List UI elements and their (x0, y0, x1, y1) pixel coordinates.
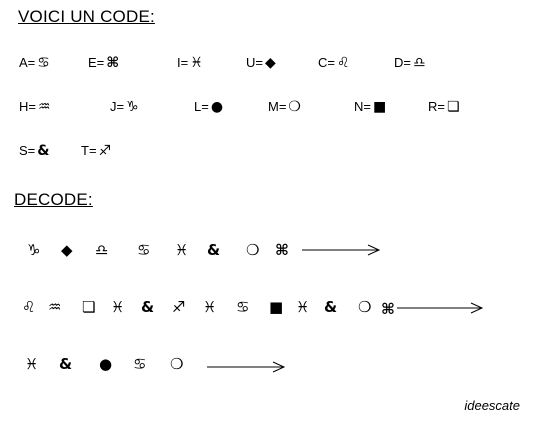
cancer-symbol-icon: ♋ (236, 298, 250, 316)
filled-circle-icon: ● (210, 99, 224, 115)
command-symbol-icon: ⌘ (381, 300, 395, 318)
key-letter: S= (19, 143, 36, 158)
command-symbol-icon: ⌘ (275, 241, 289, 259)
ampersand-symbol-icon: & (141, 298, 155, 316)
leo-symbol-icon: ♌ (22, 298, 36, 316)
key-item-r: R=❏ (428, 99, 460, 115)
key-letter: I= (177, 55, 189, 70)
shadowed-circle-icon: ❍ (288, 99, 301, 115)
key-letter: D= (394, 55, 411, 70)
ampersand-symbol-icon: & (59, 355, 73, 373)
key-item-u: U=◆ (246, 55, 276, 71)
filled-square-icon: ■ (269, 298, 284, 316)
key-item-n: N=■ (354, 99, 386, 115)
filled-circle-icon: ● (99, 355, 113, 373)
arrow-icon (302, 244, 381, 256)
page-title: VOICI UN CODE: (18, 7, 155, 26)
key-letter: J= (110, 99, 125, 114)
key-item-d: D=♎ (394, 55, 426, 71)
key-item-c: C=♌ (318, 55, 350, 71)
arrow-icon (397, 302, 484, 314)
shadowed-circle-icon: ❍ (358, 298, 372, 316)
ampersand-symbol-icon: & (207, 241, 221, 259)
shadowed-circle-icon: ❍ (246, 241, 260, 259)
command-symbol-icon: ⌘ (106, 55, 120, 71)
key-item-h: H=♒ (19, 99, 51, 115)
aquarius-symbol-icon: ♒ (48, 298, 62, 316)
key-letter: A= (19, 55, 36, 70)
key-item-t: T=♐ (81, 143, 111, 159)
pisces-symbol-icon: ♓ (25, 355, 39, 373)
key-letter: M= (268, 99, 287, 114)
key-item-j: J=♑ (110, 99, 139, 115)
ampersand-symbol-icon: & (37, 143, 50, 159)
pisces-symbol-icon: ♓ (203, 298, 217, 316)
key-item-a: A=♋ (19, 55, 50, 71)
credit-text: ideescate (464, 398, 520, 413)
libra-symbol-icon: ♎ (95, 241, 109, 259)
filled-square-icon: ■ (372, 99, 387, 115)
ampersand-symbol-icon: & (324, 298, 338, 316)
key-letter: H= (19, 99, 36, 114)
key-item-l: L=● (194, 99, 223, 115)
diamond-icon: ◆ (264, 55, 276, 71)
pisces-symbol-icon: ♓ (190, 55, 203, 71)
cancer-symbol-icon: ♋ (137, 241, 151, 259)
cancer-symbol-icon: ♋ (37, 55, 50, 71)
key-letter: E= (88, 55, 105, 70)
key-item-e: E=⌘ (88, 55, 119, 71)
key-item-m: M=❍ (268, 99, 301, 115)
key-letter: R= (428, 99, 445, 114)
shadowed-square-icon: ❏ (82, 298, 96, 316)
sagittarius-symbol-icon: ♐ (172, 298, 186, 316)
capricorn-symbol-icon: ♑ (27, 241, 41, 259)
aquarius-symbol-icon: ♒ (37, 99, 51, 115)
shadowed-square-icon: ❏ (446, 99, 460, 115)
sagittarius-symbol-icon: ♐ (98, 143, 112, 159)
key-letter: L= (194, 99, 209, 114)
leo-symbol-icon: ♌ (336, 55, 350, 71)
key-letter: T= (81, 143, 97, 158)
decode-heading: DECODE: (14, 190, 93, 209)
shadowed-circle-icon: ❍ (170, 355, 184, 373)
pisces-symbol-icon: ♓ (111, 298, 125, 316)
cancer-symbol-icon: ♋ (133, 355, 147, 373)
libra-symbol-icon: ♎ (412, 55, 426, 71)
arrow-icon (207, 361, 286, 373)
key-item-s: S=& (19, 143, 49, 159)
pisces-symbol-icon: ♓ (296, 298, 310, 316)
key-letter: U= (246, 55, 263, 70)
capricorn-symbol-icon: ♑ (126, 99, 139, 115)
key-letter: C= (318, 55, 335, 70)
key-item-i: I=♓ (177, 55, 203, 71)
key-letter: N= (354, 99, 371, 114)
pisces-symbol-icon: ♓ (175, 241, 189, 259)
diamond-icon: ◆ (61, 241, 73, 259)
